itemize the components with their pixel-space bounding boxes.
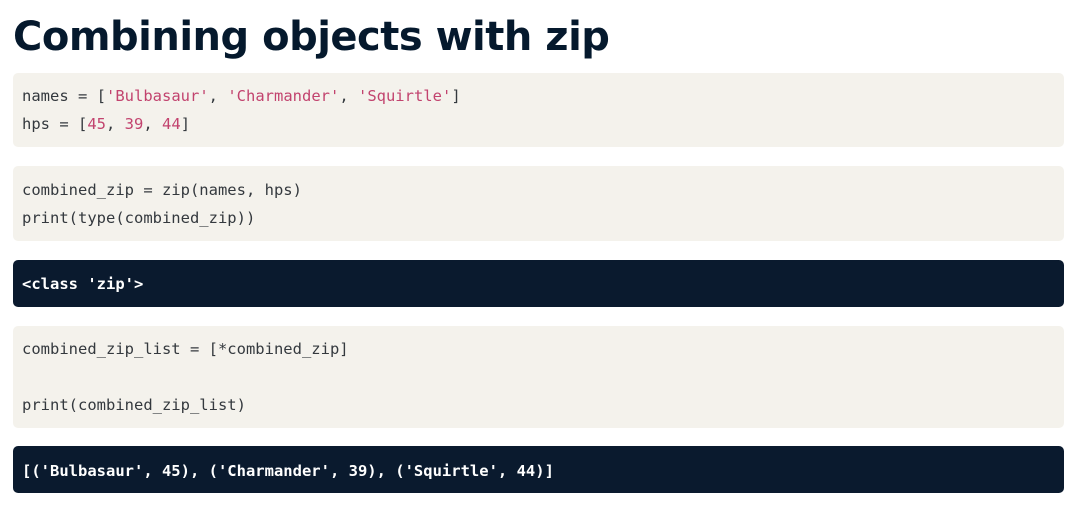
- slide-title: Combining objects with zip: [13, 14, 610, 60]
- code-cell-definitions: names = ['Bulbasaur', 'Charmander', 'Squ…: [13, 73, 1064, 147]
- code-token: ,: [339, 87, 358, 105]
- number-literal: 45: [87, 115, 106, 133]
- code-token: hps = [: [22, 115, 88, 133]
- code-cell-zip: combined_zip = zip(names, hps) print(type…: [13, 166, 1064, 241]
- code-line: combined_zip_list = [*combined_zip]: [22, 340, 349, 358]
- code-token: ,: [106, 115, 125, 133]
- code-token: ,: [143, 115, 163, 133]
- code-line-names: names = ['Bulbasaur', 'Charmander', 'Squ…: [22, 82, 1064, 110]
- output-line: <class 'zip'>: [22, 275, 144, 293]
- code-token: ]: [451, 87, 461, 105]
- code-cell-unpack: combined_zip_list = [*combined_zip]print…: [13, 326, 1064, 428]
- string-literal: 'Bulbasaur': [106, 87, 209, 105]
- code-line: print(combined_zip_list): [22, 396, 246, 414]
- output-cell-list: [('Bulbasaur', 45), ('Charmander', 39), …: [13, 446, 1064, 493]
- code-line-hps: hps = [45, 39, 44]: [22, 110, 1064, 138]
- code-line: print(type(combined_zip)): [22, 209, 256, 227]
- output-line: [('Bulbasaur', 45), ('Charmander', 39), …: [22, 462, 554, 480]
- code-token: ,: [208, 87, 228, 105]
- number-literal: 39: [124, 115, 144, 133]
- code-token: names = [: [22, 87, 106, 105]
- string-literal: 'Squirtle': [357, 87, 452, 105]
- code-line: combined_zip = zip(names, hps): [22, 181, 302, 199]
- string-literal: 'Charmander': [227, 87, 340, 105]
- code-token: ]: [180, 115, 191, 133]
- number-literal: 44: [162, 115, 181, 133]
- code-line-blank: [22, 363, 1064, 391]
- output-cell-type: <class 'zip'>: [13, 260, 1064, 307]
